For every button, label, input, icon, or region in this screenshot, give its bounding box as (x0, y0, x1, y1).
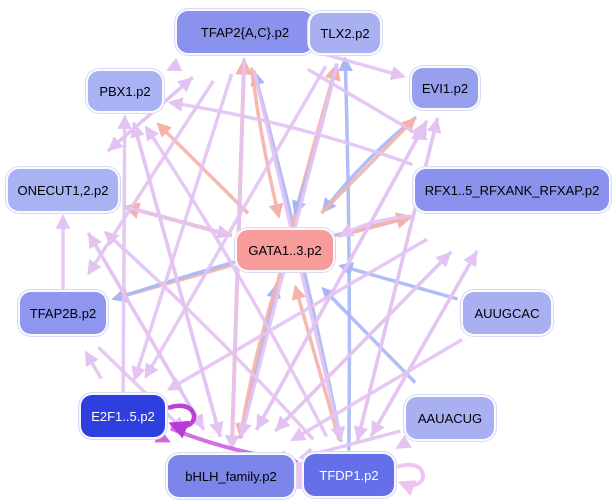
node-label: bHLH_family.p2 (185, 468, 277, 484)
node-label: AAUACUG (417, 410, 483, 426)
node-label: TLX2.p2 (320, 25, 370, 41)
node-evi1[interactable]: EVI1.p2 (410, 66, 480, 110)
node-label: EVI1.p2 (421, 80, 469, 96)
edge-tfdp-bhlh (292, 472, 309, 490)
edge-tfap2-e2f (131, 73, 234, 382)
node-aauacug[interactable]: AAUACUG (404, 395, 496, 441)
edge-evi1-bhlh (256, 119, 429, 430)
edge-pbx1-bhlh (131, 121, 224, 437)
edge-e2f-tfap2b (84, 350, 103, 380)
edge-rfx-bhlh (275, 250, 453, 431)
edge-gata-bhlh (235, 282, 279, 439)
edge-e2f-pbx1 (117, 114, 133, 392)
node-onecut[interactable]: ONECUT1,2.p2 (6, 167, 120, 213)
node-tfdp[interactable]: TFDP1.p2 (302, 452, 396, 498)
edge-onecut-tfap2 (106, 77, 193, 153)
edge-tfap2-gata (249, 67, 284, 219)
node-label: ONECUT1,2.p2 (17, 182, 109, 198)
node-bhlh[interactable]: bHLH_family.p2 (166, 453, 296, 499)
edge-tfap2-pbx1 (166, 57, 183, 72)
edge-rfx-gata (338, 214, 413, 237)
edge-bhlh-tfdp (289, 461, 306, 479)
edge-tfdp-tlx2 (338, 56, 353, 451)
edge-auugcac-bhlh (290, 338, 463, 442)
edge-rfx-tfdp (370, 250, 479, 437)
edge-onecut-bhlh (86, 232, 204, 430)
node-label: TFAP2{A,C}.p2 (200, 24, 290, 40)
self-loop-tfdp (396, 462, 425, 496)
node-auugcac[interactable]: AUUGCAC (461, 290, 553, 336)
node-tfap2b[interactable]: TFAP2B.p2 (18, 290, 108, 336)
edge-rfx-pbx1 (167, 97, 414, 167)
edge-rfx-e2f (166, 237, 428, 391)
node-label: TFDP1.p2 (319, 467, 379, 483)
node-tlx2[interactable]: TLX2.p2 (308, 11, 382, 55)
node-pbx1[interactable]: PBX1.p2 (86, 69, 164, 113)
node-label: PBX1.p2 (99, 83, 151, 99)
node-label: AUUGCAC (474, 305, 540, 321)
node-label: TFAP2B.p2 (29, 305, 97, 321)
edge-tlx2-e2f (144, 65, 328, 379)
node-label: E2F1..5.p2 (91, 408, 155, 424)
edge-tfap2-tfap2b (87, 80, 215, 276)
edge-onecut-gata (122, 204, 232, 239)
node-e2f[interactable]: E2F1..5.p2 (79, 393, 167, 439)
node-rfx[interactable]: RFX1..5_RFXANK_RFXAP.p2 (413, 167, 611, 213)
edge-aauacug-tfdp (395, 435, 412, 449)
edge-gata-evi1 (320, 117, 416, 215)
node-gata[interactable]: GATA1..3.p2 (235, 228, 335, 272)
edge-tfdp-pbx1 (144, 125, 329, 438)
self-loop-e2f (167, 403, 197, 439)
node-tfap2[interactable]: TFAP2{A,C}.p2 (175, 9, 315, 55)
node-label: GATA1..3.p2 (248, 242, 322, 258)
edge-auugcac-gata (338, 262, 458, 301)
edge-tfdp-onecut (103, 230, 315, 441)
edge-tfap2-evi1 (316, 50, 406, 81)
edge-tfdp-gata (291, 284, 341, 441)
edge-evi1-tfdp (353, 117, 440, 442)
node-label: RFX1..5_RFXANK_RFXAP.p2 (424, 182, 600, 198)
